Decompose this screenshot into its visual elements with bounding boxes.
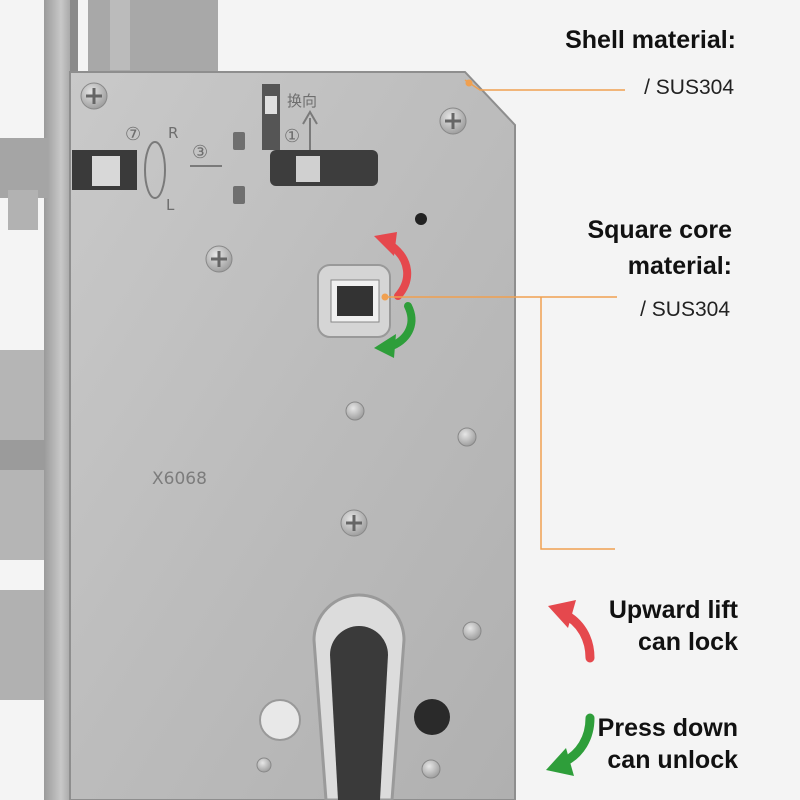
leader-dot — [381, 293, 389, 301]
screw — [340, 509, 368, 537]
core-material-title-line2: material: — [627, 252, 732, 280]
unlock-arrow-icon — [546, 713, 595, 776]
dead-bolts — [0, 350, 44, 700]
lower-hole — [414, 699, 450, 735]
mark-rotate-l: L — [166, 196, 175, 214]
switch-slot — [262, 84, 280, 150]
rivet — [256, 757, 272, 773]
pin-hole — [415, 213, 427, 225]
lock-legend-line1: Upward lift — [608, 596, 738, 624]
screw — [80, 82, 108, 110]
shell-material-value: / SUS304 — [644, 76, 734, 99]
leader-dot — [465, 79, 473, 87]
unlock-legend-line2: can unlock — [607, 746, 738, 774]
square-core — [317, 264, 391, 338]
latch-bolt — [0, 138, 48, 230]
rivet — [421, 759, 441, 779]
lock-arrow-icon — [548, 600, 595, 663]
unlock-legend-line1: Press down — [597, 714, 738, 742]
mark-step-3: ③ — [192, 142, 208, 163]
top-bar — [88, 0, 218, 80]
shell-material-title: Shell material: — [565, 26, 736, 54]
model-stamp: X6068 — [152, 469, 207, 489]
core-material-value: / SUS304 — [640, 298, 730, 321]
bolt-slot — [270, 150, 378, 186]
core-material-title-line1: Square core — [587, 216, 732, 244]
mark-step-1: ① — [284, 126, 300, 147]
lower-hole — [259, 699, 301, 741]
rivet — [462, 621, 482, 641]
mark-step-2: ⑦ — [125, 124, 141, 145]
screw — [205, 245, 233, 273]
screw — [439, 107, 467, 135]
mark-swap-direction: 换向 — [287, 92, 317, 110]
cylinder-cutout — [312, 593, 406, 800]
top-bar-inner — [110, 0, 130, 70]
mark-rotate-r: R — [168, 124, 178, 142]
rivet — [345, 401, 365, 421]
lock-legend-line2: can lock — [637, 628, 738, 656]
rivet — [457, 427, 477, 447]
curved-arrow-up-icon — [388, 242, 412, 300]
curved-arrow-down-icon — [388, 302, 416, 350]
